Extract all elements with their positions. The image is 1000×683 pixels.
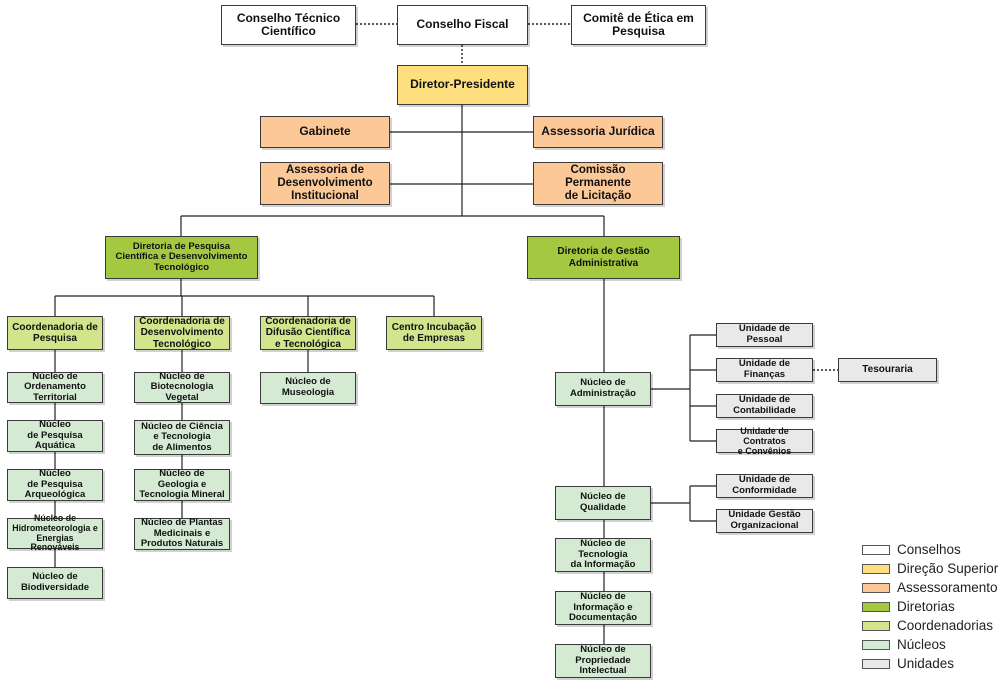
legend-swatch: [862, 601, 890, 612]
org-box-label: Unidade de Contabilidade: [733, 394, 796, 416]
org-box-nucleo-documentacao: Núcleo de Informação e Documentação: [555, 591, 651, 625]
org-box-label: Diretoria de Gestão Administrativa: [557, 246, 650, 269]
org-box-nucleo-ordenamento: Núcleo de Ordenamento Territorial: [7, 370, 103, 403]
legend-item-nucleos: Núcleos: [862, 636, 946, 653]
org-box-nucleo-biodiversidade: Núcleo de Biodiversidade: [7, 567, 103, 599]
org-box-nucleo-ti: Núcleo de Tecnologia da Informação: [555, 538, 651, 572]
org-box-label: Núcleo de Informação e Documentação: [568, 591, 638, 624]
legend-swatch: [862, 582, 890, 593]
org-box-diretor-presidente: Diretor-Presidente: [397, 65, 528, 105]
org-box-label: Unidade de Pessoal: [738, 323, 791, 345]
org-box-nucleo-aquatica: Núcleo de Pesquisa Aquática: [7, 419, 103, 452]
org-box-label: Tesouraria: [862, 364, 913, 376]
org-box-nucleo-ciencia-alimentos: Núcleo de Ciência e Tecnologia de Alimen…: [134, 420, 230, 455]
org-box-nucleo-geologia: Núcleo de Geologia e Tecnologia Mineral: [134, 468, 230, 501]
legend-item-direcao: Direção Superior: [862, 560, 998, 577]
org-box-label: Coordenadoria de Desenvolvimento Tecnoló…: [139, 316, 225, 350]
legend-swatch: [862, 658, 890, 669]
legend-swatch: [862, 563, 890, 574]
org-box-label: Conselho Técnico Científico: [236, 10, 341, 38]
legend-label: Unidades: [897, 656, 955, 671]
org-box-label: Unidade de Contratos e Convênios: [737, 425, 792, 457]
legend-label: Assessoramento: [897, 580, 998, 595]
org-box-label: Assessoria de Desenvolvimento Institucio…: [277, 164, 373, 202]
org-box-label: Gabinete: [299, 124, 351, 139]
org-box-nucleo-biotecnologia: Núcleo de Biotecnologia Vegetal: [134, 370, 230, 403]
org-box-label: Núcleo de Hidrometeorologia e Energias R…: [12, 512, 98, 553]
legend-item-coordenadorias: Coordenadorias: [862, 617, 993, 634]
org-box-coord-difusao: Coordenadoria de Difusão Científica e Te…: [260, 316, 356, 350]
legend-item-unidades: Unidades: [862, 655, 954, 672]
org-box-label: Centro Incubação de Empresas: [391, 321, 477, 344]
org-box-nucleo-arqueologica: Núcleo de Pesquisa Arqueológica: [7, 468, 103, 501]
org-box-label: Núcleo de Administração: [570, 377, 636, 399]
org-box-unidade-pessoal: Unidade de Pessoal: [716, 323, 813, 347]
org-box-tesouraria: Tesouraria: [838, 358, 937, 382]
org-box-label: Núcleo de Plantas Medicinais e Produtos …: [140, 517, 224, 550]
org-box-label: Núcleo de Pesquisa Aquática: [27, 419, 83, 452]
org-box-nucleo-administracao: Núcleo de Administração: [555, 372, 651, 406]
legend-label: Diretorias: [897, 599, 955, 614]
legend-item-conselhos: Conselhos: [862, 541, 961, 558]
org-box-assessoria-juridica: Assessoria Jurídica: [533, 116, 663, 148]
org-box-diretoria-pesquisa: Diretoria de Pesquisa Científica e Desen…: [105, 236, 258, 279]
org-box-label: Diretoria de Pesquisa Científica e Desen…: [115, 240, 248, 273]
org-box-label: Núcleo de Ciência e Tecnologia de Alimen…: [141, 420, 223, 453]
legend-label: Núcleos: [897, 637, 946, 652]
org-box-conselho-tecnico: Conselho Técnico Científico: [221, 5, 356, 45]
org-box-label: Coordenadoria de Pesquisa: [12, 321, 98, 344]
org-box-coord-desenvolvimento: Coordenadoria de Desenvolvimento Tecnoló…: [134, 316, 230, 350]
org-box-label: Conselho Fiscal: [416, 17, 509, 32]
org-box-nucleo-hidrometeorologia: Núcleo de Hidrometeorologia e Energias R…: [7, 513, 103, 552]
org-box-assessoria-desenvolvimento: Assessoria de Desenvolvimento Institucio…: [260, 162, 390, 205]
org-box-comissao-licitacao: Comissão Permanente de Licitação: [533, 162, 663, 205]
org-box-label: Núcleo de Qualidade: [580, 491, 626, 513]
org-box-label: Unidade Gestão Organizacional: [728, 509, 801, 531]
org-box-comite-etica: Comitê de Ética em Pesquisa: [571, 5, 706, 45]
org-box-nucleo-qualidade: Núcleo de Qualidade: [555, 486, 651, 520]
org-box-label: Núcleo de Pesquisa Arqueológica: [24, 468, 86, 501]
legend-label: Coordenadorias: [897, 618, 994, 633]
org-box-gabinete: Gabinete: [260, 116, 390, 148]
org-box-label: Núcleo de Propriedade Intelectual: [575, 644, 631, 677]
org-box-unidade-gestao-org: Unidade Gestão Organizacional: [716, 509, 813, 533]
legend-swatch: [862, 639, 890, 650]
legend-label: Direção Superior: [897, 561, 999, 576]
org-box-label: Núcleo de Geologia e Tecnologia Mineral: [139, 468, 225, 501]
org-box-unidade-contabilidade: Unidade de Contabilidade: [716, 394, 813, 418]
legend-label: Conselhos: [897, 542, 961, 557]
org-box-label: Diretor-Presidente: [410, 77, 515, 92]
org-box-conselho-fiscal: Conselho Fiscal: [397, 5, 528, 45]
org-box-unidade-conformidade: Unidade de Conformidade: [716, 474, 813, 498]
org-box-label: Assessoria Jurídica: [541, 124, 655, 139]
org-box-label: Núcleo de Biodiversidade: [20, 571, 90, 593]
org-box-label: Núcleo de Museologia: [281, 376, 335, 398]
org-box-label: Coordenadoria de Difusão Científica e Te…: [265, 316, 351, 350]
legend-item-assessoramento: Assessoramento: [862, 579, 998, 596]
org-box-nucleo-propriedade: Núcleo de Propriedade Intelectual: [555, 644, 651, 678]
org-box-centro-incubacao: Centro Incubação de Empresas: [386, 316, 482, 350]
org-box-coord-pesquisa: Coordenadoria de Pesquisa: [7, 316, 103, 350]
org-box-label: Unidade de Finanças: [738, 358, 791, 380]
org-box-label: Comissão Permanente de Licitação: [564, 164, 632, 202]
org-box-unidade-contratos: Unidade de Contratos e Convênios: [716, 425, 813, 457]
org-box-label: Comitê de Ética em Pesquisa: [583, 10, 694, 38]
legend-item-diretorias: Diretorias: [862, 598, 955, 615]
legend-swatch: [862, 544, 890, 555]
org-box-nucleo-plantas: Núcleo de Plantas Medicinais e Produtos …: [134, 517, 230, 550]
org-box-diretoria-gestao: Diretoria de Gestão Administrativa: [527, 236, 680, 279]
org-box-label: Núcleo de Tecnologia da Informação: [570, 538, 636, 571]
org-box-unidade-financas: Unidade de Finanças: [716, 358, 813, 382]
org-box-label: Unidade de Conformidade: [732, 474, 797, 496]
org-box-label: Núcleo de Biotecnologia Vegetal: [150, 370, 214, 403]
org-box-label: Núcleo de Ordenamento Territorial: [24, 370, 86, 403]
org-box-nucleo-museologia: Núcleo de Museologia: [260, 372, 356, 404]
legend-swatch: [862, 620, 890, 631]
